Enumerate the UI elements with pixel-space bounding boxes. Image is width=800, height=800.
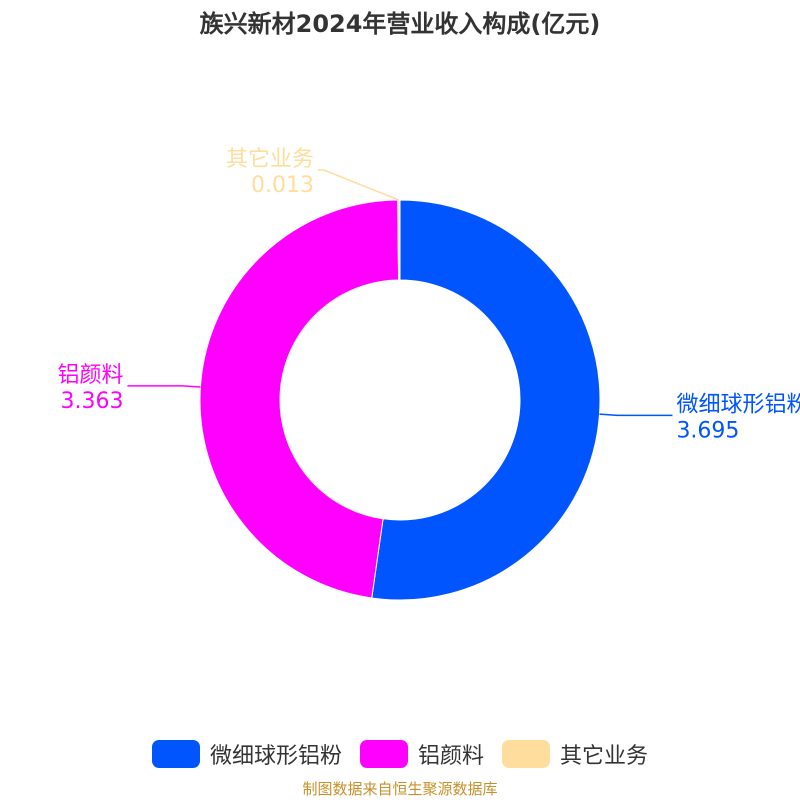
slice-1[interactable] <box>199 199 400 599</box>
legend-swatch-2 <box>502 740 550 768</box>
slice-0[interactable] <box>371 199 601 601</box>
slice-name-label-2: 其它业务 <box>226 147 314 172</box>
legend-label-2: 其它业务 <box>560 744 649 769</box>
slice-name-label-1: 铝颜料 <box>57 363 123 388</box>
leader-line-0 <box>599 413 673 417</box>
slice-value-label-2: 0.013 <box>251 173 314 198</box>
source-note: 制图数据来自恒生聚源数据库 <box>302 780 498 798</box>
slice-value-label-0: 3.695 <box>676 418 739 443</box>
legend: 微细球形铝粉 铝颜料 其它业务 <box>0 738 800 770</box>
leader-line-2 <box>317 169 400 201</box>
slice-2[interactable] <box>397 199 401 281</box>
slice-value-label-1: 3.363 <box>60 389 123 414</box>
legend-swatch-0 <box>151 740 200 768</box>
chart-title: 族兴新材2024年营业收入构成(亿元) <box>199 10 601 38</box>
legend-item-1[interactable]: 铝颜料 <box>359 738 484 770</box>
legend-item-0[interactable]: 微细球形铝粉 <box>151 738 342 770</box>
legend-label-0: 微细球形铝粉 <box>209 744 342 769</box>
legend-swatch-1 <box>359 740 408 768</box>
legend-label-1: 铝颜料 <box>417 744 484 769</box>
legend-item-2[interactable]: 其它业务 <box>502 738 648 770</box>
slice-name-label-0: 微细球形铝粉 <box>676 392 800 417</box>
leader-line-1 <box>127 385 201 388</box>
